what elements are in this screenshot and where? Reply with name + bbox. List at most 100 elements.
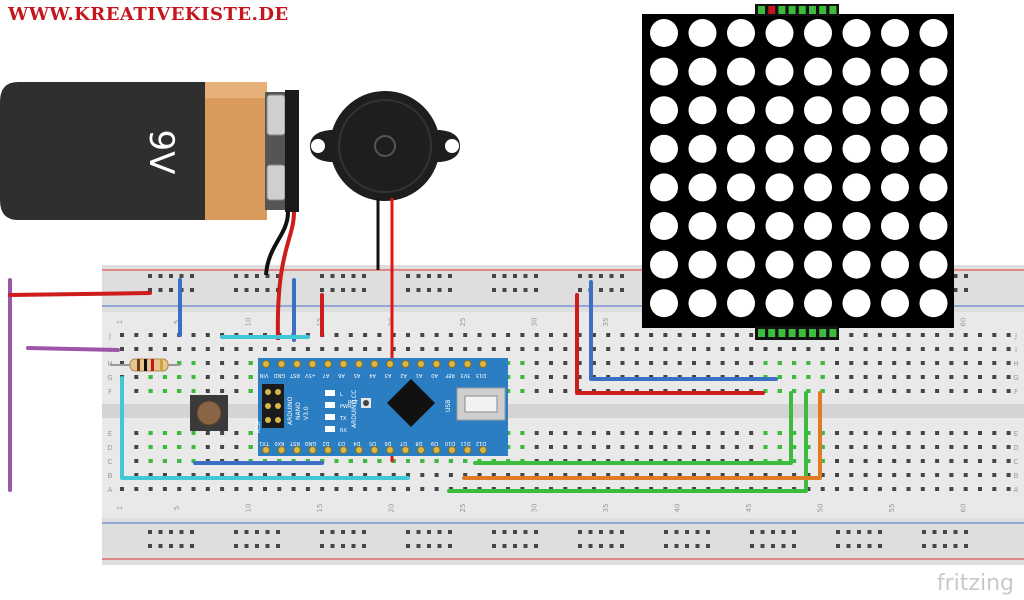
breadboard-hole (506, 333, 511, 337)
breadboard-hole (634, 431, 639, 435)
breadboard-hole (792, 347, 797, 351)
breadboard-hole (863, 487, 868, 491)
matrix-pin (778, 329, 786, 337)
breadboard-hole (363, 347, 368, 351)
connected-hole (792, 459, 797, 463)
breadboard-hole (162, 347, 167, 351)
matrix-led (804, 96, 832, 125)
rail-hole (932, 530, 937, 534)
row-letter: C (1014, 458, 1019, 466)
matrix-pin (829, 6, 837, 14)
breadboard-hole (920, 375, 925, 379)
breadboard-hole (978, 361, 982, 365)
rail-hole (362, 288, 366, 292)
breadboard-hole (577, 445, 582, 449)
matrix-pin (829, 329, 837, 337)
breadboard-hole (877, 445, 882, 449)
column-number-bottom: 35 (602, 504, 610, 513)
header-pin (293, 360, 301, 368)
connected-hole (434, 459, 439, 463)
rail-hole (706, 544, 710, 548)
connected-hole (191, 459, 196, 463)
matrix-led (919, 173, 948, 202)
breadboard-hole (134, 333, 139, 337)
breadboard-hole (134, 389, 139, 393)
matrix-pin (819, 329, 827, 337)
header-pin (417, 360, 425, 368)
breadboard-hole (591, 333, 596, 337)
connected-hole (777, 375, 782, 379)
breadboard-hole (534, 445, 539, 449)
rail-hole (330, 544, 335, 548)
breadboard-hole (305, 347, 310, 351)
breadboard-hole (563, 431, 568, 435)
breadboard-hole (906, 487, 911, 491)
breadboard-hole (849, 375, 854, 379)
breadboard-hole (534, 347, 539, 351)
connected-hole (191, 445, 196, 449)
rail-hole (427, 274, 431, 278)
buzzer-hole-right (445, 139, 459, 153)
breadboard-hole (320, 473, 325, 477)
connected-hole (820, 389, 825, 393)
matrix-led (765, 96, 794, 125)
rail-hole (448, 530, 452, 534)
breadboard-hole (849, 487, 854, 491)
breadboard-hole (348, 473, 353, 477)
rail-hole (320, 274, 324, 278)
breadboard-hole (820, 473, 825, 477)
rail-hole (664, 544, 668, 548)
column-number-top: 5 (173, 320, 181, 324)
breadboard-hole (506, 347, 511, 351)
breadboard-hole (534, 361, 539, 365)
rail-hole (857, 530, 861, 534)
reset-label: RST (348, 400, 359, 406)
matrix-led (727, 134, 755, 163)
connected-hole (792, 389, 797, 393)
header-pin (262, 446, 270, 454)
breadboard-hole (463, 473, 468, 477)
breadboard-hole (906, 431, 911, 435)
breadboard-hole (606, 347, 611, 351)
breadboard-hole (949, 347, 954, 351)
breadboard-hole (877, 487, 882, 491)
rail-hole (953, 274, 958, 278)
row-letter: J (108, 332, 111, 340)
breadboard-hole (234, 473, 239, 477)
rail-hole (406, 288, 410, 292)
connected-hole (448, 459, 453, 463)
header-pin (277, 446, 286, 454)
matrix-led (842, 250, 871, 279)
breadboard-hole (363, 487, 368, 491)
breadboard-hole (220, 375, 225, 379)
breadboard-hole (148, 347, 153, 351)
rail-hole (255, 288, 259, 292)
breadboard-hole (377, 333, 382, 337)
header-pin (324, 446, 332, 454)
breadboard-hole (491, 333, 496, 337)
connected-hole (320, 459, 325, 463)
breadboard-hole (205, 375, 210, 379)
breadboard-hole (677, 347, 682, 351)
breadboard-hole (706, 445, 711, 449)
matrix-led (804, 57, 832, 86)
connected-hole (162, 445, 167, 449)
breadboard-hole (134, 431, 139, 435)
breadboard-hole (677, 431, 682, 435)
center-channel (102, 404, 1024, 418)
board-text-3: V3.0 (303, 406, 310, 420)
connected-hole (820, 431, 825, 435)
breadboard-hole (334, 347, 339, 351)
matrix-pin (758, 329, 765, 337)
breadboard-hole (606, 431, 611, 435)
column-number-bottom: 60 (960, 504, 968, 513)
rail-hole (609, 544, 614, 548)
rail-hole (523, 544, 528, 548)
breadboard-hole (406, 473, 410, 477)
connected-hole (334, 459, 339, 463)
row-letter: J (1014, 332, 1017, 340)
arduino-nano: ICSP ARDUINO NANO V3.0 L PWR TX RX ARDUI… (255, 358, 508, 456)
wire-green-1 (473, 391, 793, 465)
breadboard-hole (877, 347, 882, 351)
